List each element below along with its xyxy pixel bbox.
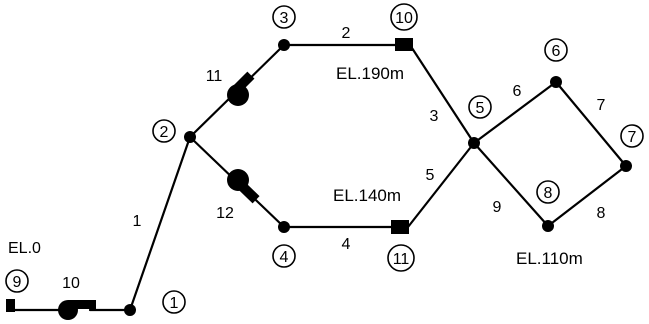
pipe-label-5: 5: [426, 167, 435, 184]
pumps: [58, 71, 260, 320]
pipe-8: [546, 164, 628, 228]
pipe-5: [406, 141, 476, 229]
junction-8: [542, 220, 554, 232]
reservoir-10-symbol: [395, 38, 413, 51]
node-label-7: 7: [620, 124, 644, 148]
pipe-6: [472, 80, 558, 145]
reservoir-11-symbol: [391, 220, 409, 234]
junction-2: [184, 131, 196, 143]
node-label-11: 11: [387, 244, 415, 272]
node-label-10: 10: [390, 3, 418, 31]
pipe-label-3: 3: [430, 108, 439, 125]
pump-on-pipe-10: [58, 300, 96, 320]
junction-5: [468, 137, 480, 149]
node-label-6: 6: [544, 38, 568, 62]
pipe-label-6: 6: [513, 83, 522, 100]
pipe-7: [554, 80, 628, 168]
pipe-1: [128, 135, 192, 312]
svg-text:10: 10: [395, 10, 413, 27]
elevation-label-reservoir-9: EL.0: [8, 240, 41, 257]
pump-on-pipe-11: [227, 71, 255, 106]
reservoirs: [6, 38, 413, 312]
svg-text:4: 4: [280, 249, 289, 266]
junction-4: [278, 221, 290, 233]
pipe-label-8: 8: [597, 205, 606, 222]
node-label-2: 2: [152, 119, 176, 143]
svg-text:9: 9: [13, 274, 22, 291]
node-label-9: 9: [5, 269, 29, 293]
elevation-label-reservoir-10: EL.190m: [336, 64, 404, 83]
node-label-3: 3: [272, 5, 296, 29]
elevation-labels: EL.0 EL.190m EL.140m EL.110m: [8, 64, 583, 268]
reservoir-9-symbol: [6, 299, 15, 312]
svg-text:11: 11: [393, 251, 410, 268]
svg-text:6: 6: [552, 43, 561, 60]
pipe-label-11: 11: [206, 68, 223, 85]
pump-on-pipe-12: [227, 169, 260, 204]
pipes: [6, 43, 628, 312]
svg-text:1: 1: [170, 295, 179, 312]
svg-text:3: 3: [280, 10, 289, 27]
junction-7: [620, 160, 632, 172]
pipe-label-4: 4: [342, 236, 351, 253]
pipe-9: [472, 141, 550, 228]
svg-text:7: 7: [628, 129, 637, 146]
pipe-label-9: 9: [493, 199, 502, 216]
junction-6: [550, 76, 562, 88]
svg-text:8: 8: [544, 185, 553, 202]
pipe-labels: 1 2 3 4 5 6 7 8 9 10 11 12: [62, 25, 605, 292]
svg-text:5: 5: [476, 100, 485, 117]
pipe-3: [408, 43, 476, 145]
junction-1: [124, 304, 136, 316]
node-label-4: 4: [272, 244, 296, 268]
elevation-label-reservoir-11: EL.140m: [333, 186, 401, 205]
pipe-label-2: 2: [342, 25, 351, 42]
svg-text:2: 2: [160, 124, 169, 141]
pipe-label-12: 12: [216, 205, 234, 222]
node-labels: 1 2 3 4 5 6 7 8: [5, 3, 644, 314]
pipe-label-10: 10: [62, 275, 80, 292]
pipe-label-1: 1: [133, 213, 142, 230]
node-label-5: 5: [468, 95, 492, 119]
junction-nodes: [124, 39, 632, 316]
elevation-label-node-8: EL.110m: [516, 249, 583, 268]
node-label-8: 8: [536, 180, 560, 204]
junction-3: [278, 39, 290, 51]
node-label-1: 1: [162, 290, 186, 314]
pipe-label-7: 7: [597, 97, 606, 114]
